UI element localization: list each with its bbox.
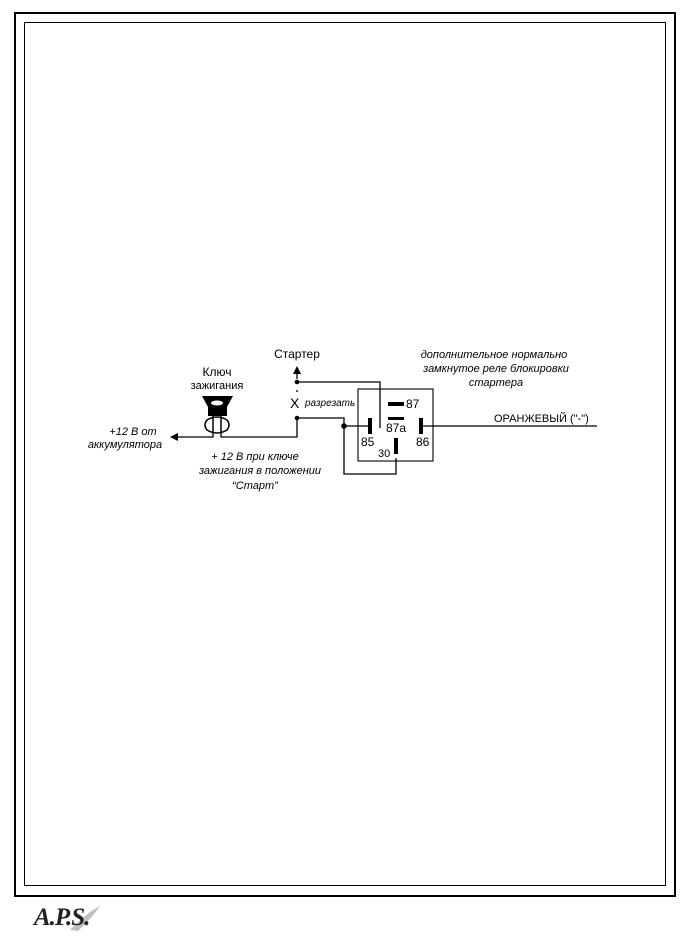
contact-30 [394,438,398,454]
battery-wire [176,433,214,438]
junction-dot [294,415,300,421]
node-to-30-wire [343,426,397,475]
key-label: Ключ [203,365,232,379]
relay-description-line3: стартера [469,377,523,389]
contact-86 [419,418,423,434]
key-output-wire [220,418,298,438]
key-label-2: зажигания [191,380,244,392]
relay-description-line2: замкнутое реле блокировки [422,363,569,375]
contact-85 [368,418,372,434]
wires [176,372,597,475]
relay-description-line1: дополнительное нормально [421,349,568,361]
ignition-key-icon [202,396,233,434]
contact-87a [388,417,404,420]
pin-87a-label: 87a [386,421,406,435]
pin-85-label: 85 [361,435,375,449]
battery-label: +12 В от [109,426,156,438]
page-border-outer [14,12,676,897]
battery-arrow-icon [170,433,178,441]
trunk-to-85-wire [297,417,370,427]
page-border-inner [24,22,666,886]
relay: 87 87a 85 86 30 [357,388,434,462]
starter-to-87a-wire [297,381,381,428]
cut-label: разрезать [304,398,355,409]
pin-86-label: 86 [416,435,430,449]
starter-arrow-icon [293,366,301,374]
junction-dot [294,379,300,385]
battery-label-2: аккумулятора [88,439,162,451]
contact-87 [388,402,404,406]
start-note-line3: “Старт” [232,480,279,492]
pin-87-label: 87 [406,397,420,411]
cut-mark: X [290,395,300,411]
aps-logo-swoosh [70,906,100,931]
start-note-line2: зажигания в положении [198,465,321,477]
orange-wire-label: ОРАНЖЕВЫЙ ("-") [494,412,589,425]
junction-dot [341,423,347,429]
aps-logo: A.P.S. [34,904,90,931]
relay-box [357,388,434,462]
start-note-line1: + 12 В при ключе [211,451,299,463]
starter-label: Стартер [274,347,320,361]
pin-30-label: 30 [378,448,390,460]
